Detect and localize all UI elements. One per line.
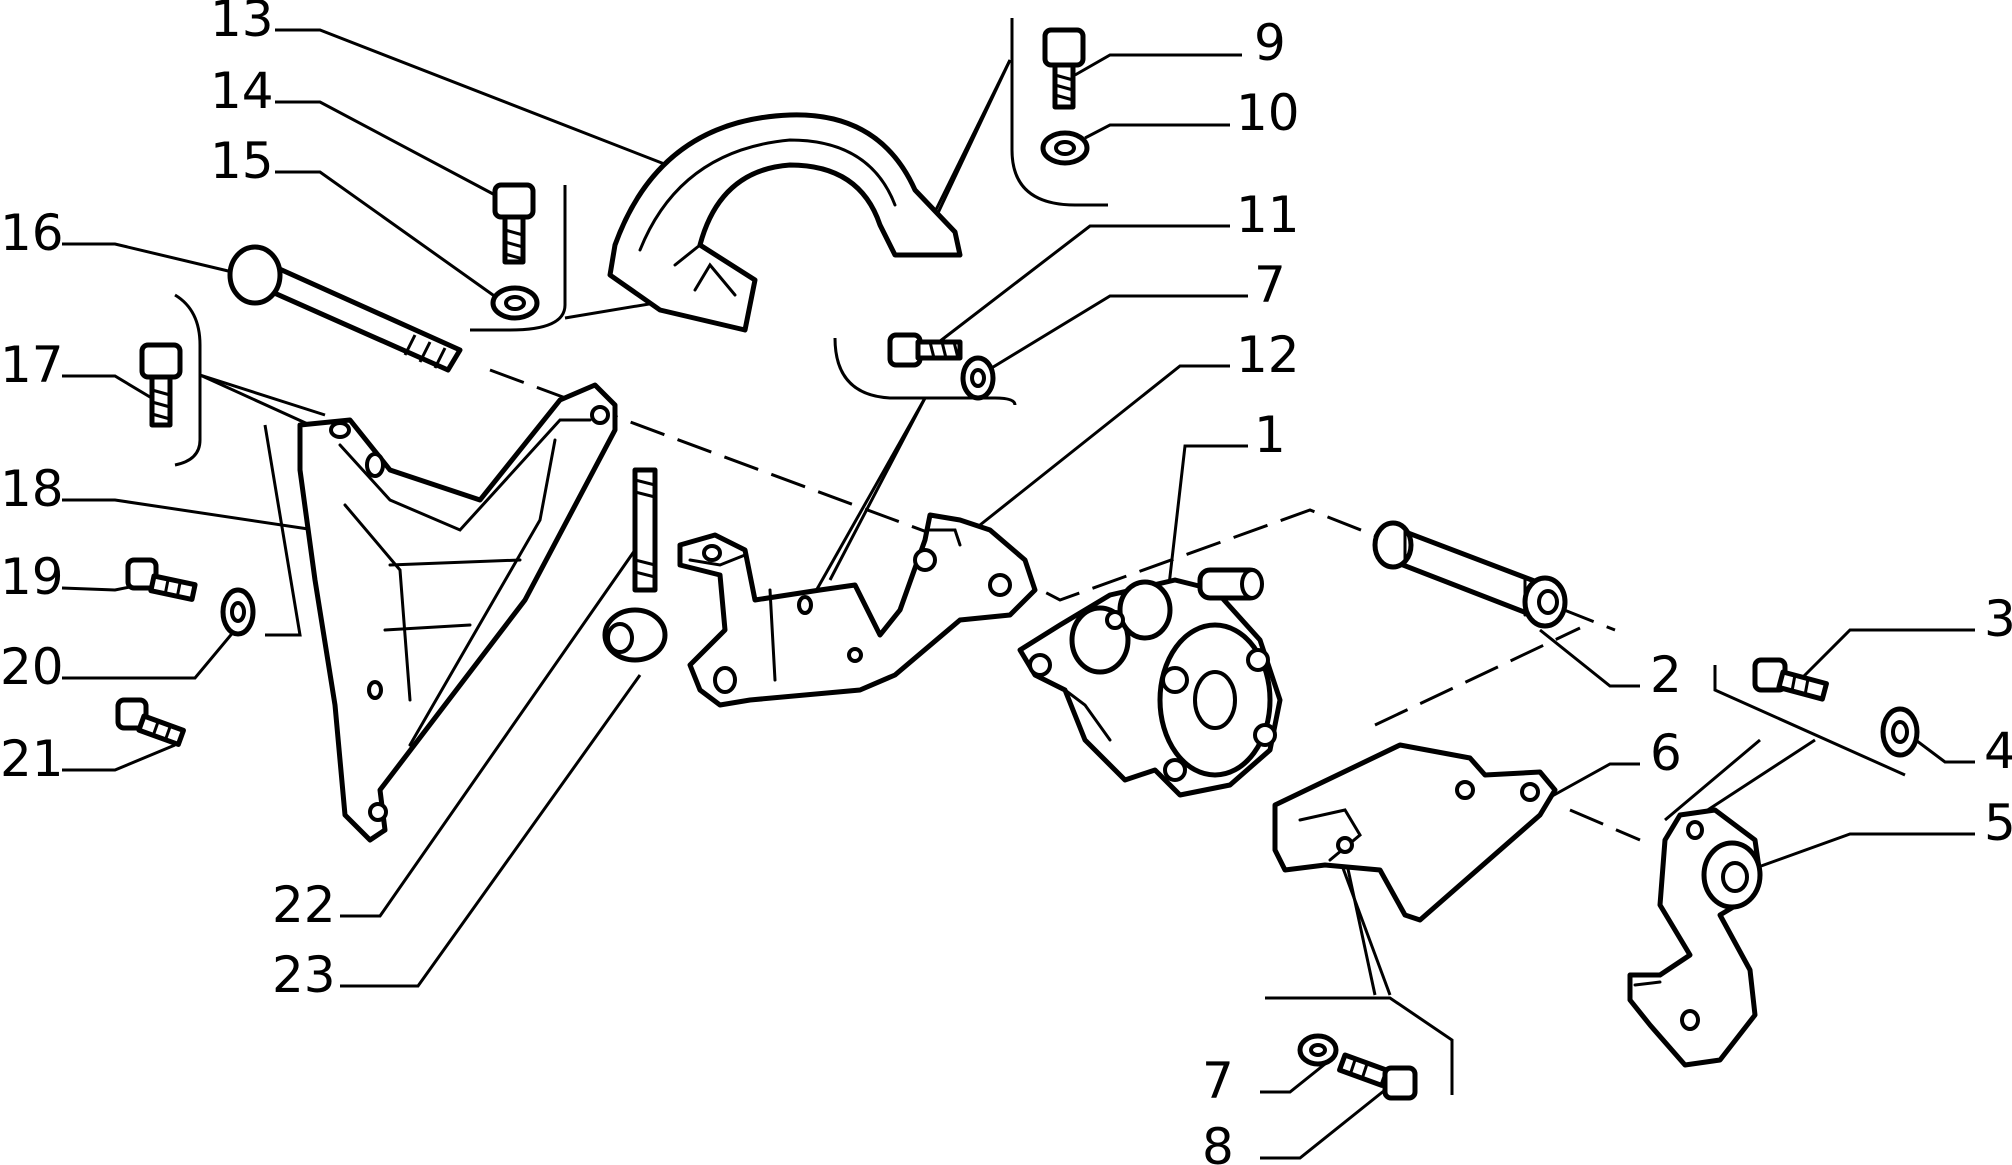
- callout-23[interactable]: 23: [272, 946, 336, 1004]
- washer-15[interactable]: [490, 285, 540, 321]
- plate-part-6[interactable]: [1272, 742, 1558, 923]
- leader-9: [1074, 53, 1242, 77]
- leader-1: [1163, 444, 1248, 621]
- bracket-9-10: [1010, 18, 1108, 207]
- leader-15: [275, 170, 501, 302]
- callout-19[interactable]: 19: [0, 548, 64, 606]
- leader-20: [62, 629, 237, 680]
- leader-5: [1749, 832, 1975, 872]
- callout-9[interactable]: 9: [1254, 14, 1286, 72]
- callout-18[interactable]: 18: [0, 460, 64, 518]
- callout-12[interactable]: 12: [1236, 326, 1300, 384]
- shield-part-13[interactable]: [607, 112, 963, 333]
- leader-21: [62, 743, 176, 772]
- bracket-18-19: [263, 424, 302, 637]
- pointer-13-c: [923, 59, 1012, 233]
- pointer-17-b: [199, 373, 311, 427]
- leader-17: [62, 374, 156, 402]
- pump-part-1[interactable]: [1017, 567, 1283, 798]
- pointer-3-4-a: [1664, 738, 1761, 822]
- callout-6[interactable]: 6: [1650, 724, 1682, 782]
- leader-4: [1904, 730, 1975, 764]
- leader-6: [1544, 762, 1640, 802]
- bolt-11[interactable]: [887, 332, 963, 368]
- callout-21[interactable]: 21: [0, 730, 64, 788]
- pointer-3-4-b: [1699, 738, 1816, 817]
- washer-10[interactable]: [1040, 130, 1090, 166]
- bolt-19[interactable]: [125, 557, 198, 602]
- leader-11: [934, 224, 1230, 347]
- bushing-23[interactable]: [602, 607, 668, 663]
- sleeve-part-2[interactable]: [1372, 520, 1568, 629]
- long-bolt-16[interactable]: [227, 244, 463, 373]
- axis-line-right: [1569, 808, 1641, 842]
- leader-10: [1084, 123, 1230, 140]
- pointer-7-8-b: [1338, 859, 1392, 996]
- bracket-3-4: [1713, 665, 1906, 777]
- leader-lines: [61, 28, 1975, 1160]
- bolt-21[interactable]: [115, 697, 186, 747]
- stud-22[interactable]: [632, 467, 658, 593]
- callout-7-bottom[interactable]: 7: [1202, 1052, 1234, 1110]
- leader-16: [62, 242, 246, 277]
- bracket-part-18[interactable]: [297, 382, 618, 843]
- leader-7-top: [984, 294, 1248, 374]
- pointer-11-7-b: [810, 397, 927, 599]
- arm-bracket-part-5[interactable]: [1627, 807, 1763, 1068]
- bracket-14-15: [470, 185, 567, 332]
- leader-8: [1260, 1088, 1386, 1160]
- callout-11[interactable]: 11: [1236, 186, 1300, 244]
- leader-18: [62, 498, 316, 532]
- pump-bracket-part-12[interactable]: [677, 512, 1038, 708]
- callout-20[interactable]: 20: [0, 638, 64, 696]
- callout-17[interactable]: 17: [0, 336, 64, 394]
- bolt-9[interactable]: [1042, 27, 1086, 110]
- callout-1[interactable]: 1: [1254, 406, 1286, 464]
- washer-4[interactable]: [1880, 706, 1920, 758]
- bolt-14[interactable]: [492, 182, 536, 265]
- group-brackets: [174, 18, 1906, 1095]
- callout-7-top[interactable]: 7: [1254, 256, 1286, 314]
- washer-20[interactable]: [220, 587, 256, 637]
- axis-line-lower: [1374, 626, 1581, 727]
- leader-3: [1798, 628, 1975, 682]
- bracket-7-8: [1265, 996, 1454, 1095]
- leader-13: [275, 28, 668, 167]
- callout-16[interactable]: 16: [0, 204, 64, 262]
- leader-12: [979, 364, 1230, 527]
- leader-23: [340, 674, 642, 988]
- leader-7-bottom: [1260, 1058, 1331, 1094]
- callout-8[interactable]: 8: [1202, 1118, 1234, 1165]
- leader-14: [275, 100, 496, 197]
- callout-10[interactable]: 10: [1236, 84, 1300, 142]
- callout-5[interactable]: 5: [1984, 794, 2012, 852]
- callout-3[interactable]: 3: [1984, 590, 2012, 648]
- alignment-lines: [489, 368, 1641, 842]
- callout-15[interactable]: 15: [210, 132, 274, 190]
- leader-2: [1539, 628, 1640, 688]
- callout-13[interactable]: 13: [210, 0, 274, 48]
- axis-line-main: [489, 368, 1616, 632]
- callout-14[interactable]: 14: [210, 62, 274, 120]
- leader-22: [340, 549, 637, 918]
- pointer-17-a: [199, 373, 326, 417]
- callout-4[interactable]: 4: [1984, 722, 2012, 780]
- bracket-17: [174, 293, 202, 467]
- callout-2[interactable]: 2: [1650, 646, 1682, 704]
- washer-7-bottom[interactable]: [1297, 1033, 1339, 1067]
- callout-22[interactable]: 22: [272, 876, 336, 934]
- bolt-8[interactable]: [1337, 1052, 1418, 1101]
- bolt-17[interactable]: [139, 342, 183, 428]
- bracket-11-7: [833, 337, 1017, 406]
- washer-7-top[interactable]: [960, 355, 996, 401]
- bolt-3[interactable]: [1752, 657, 1829, 702]
- pointer-7-8-a: [1343, 854, 1377, 996]
